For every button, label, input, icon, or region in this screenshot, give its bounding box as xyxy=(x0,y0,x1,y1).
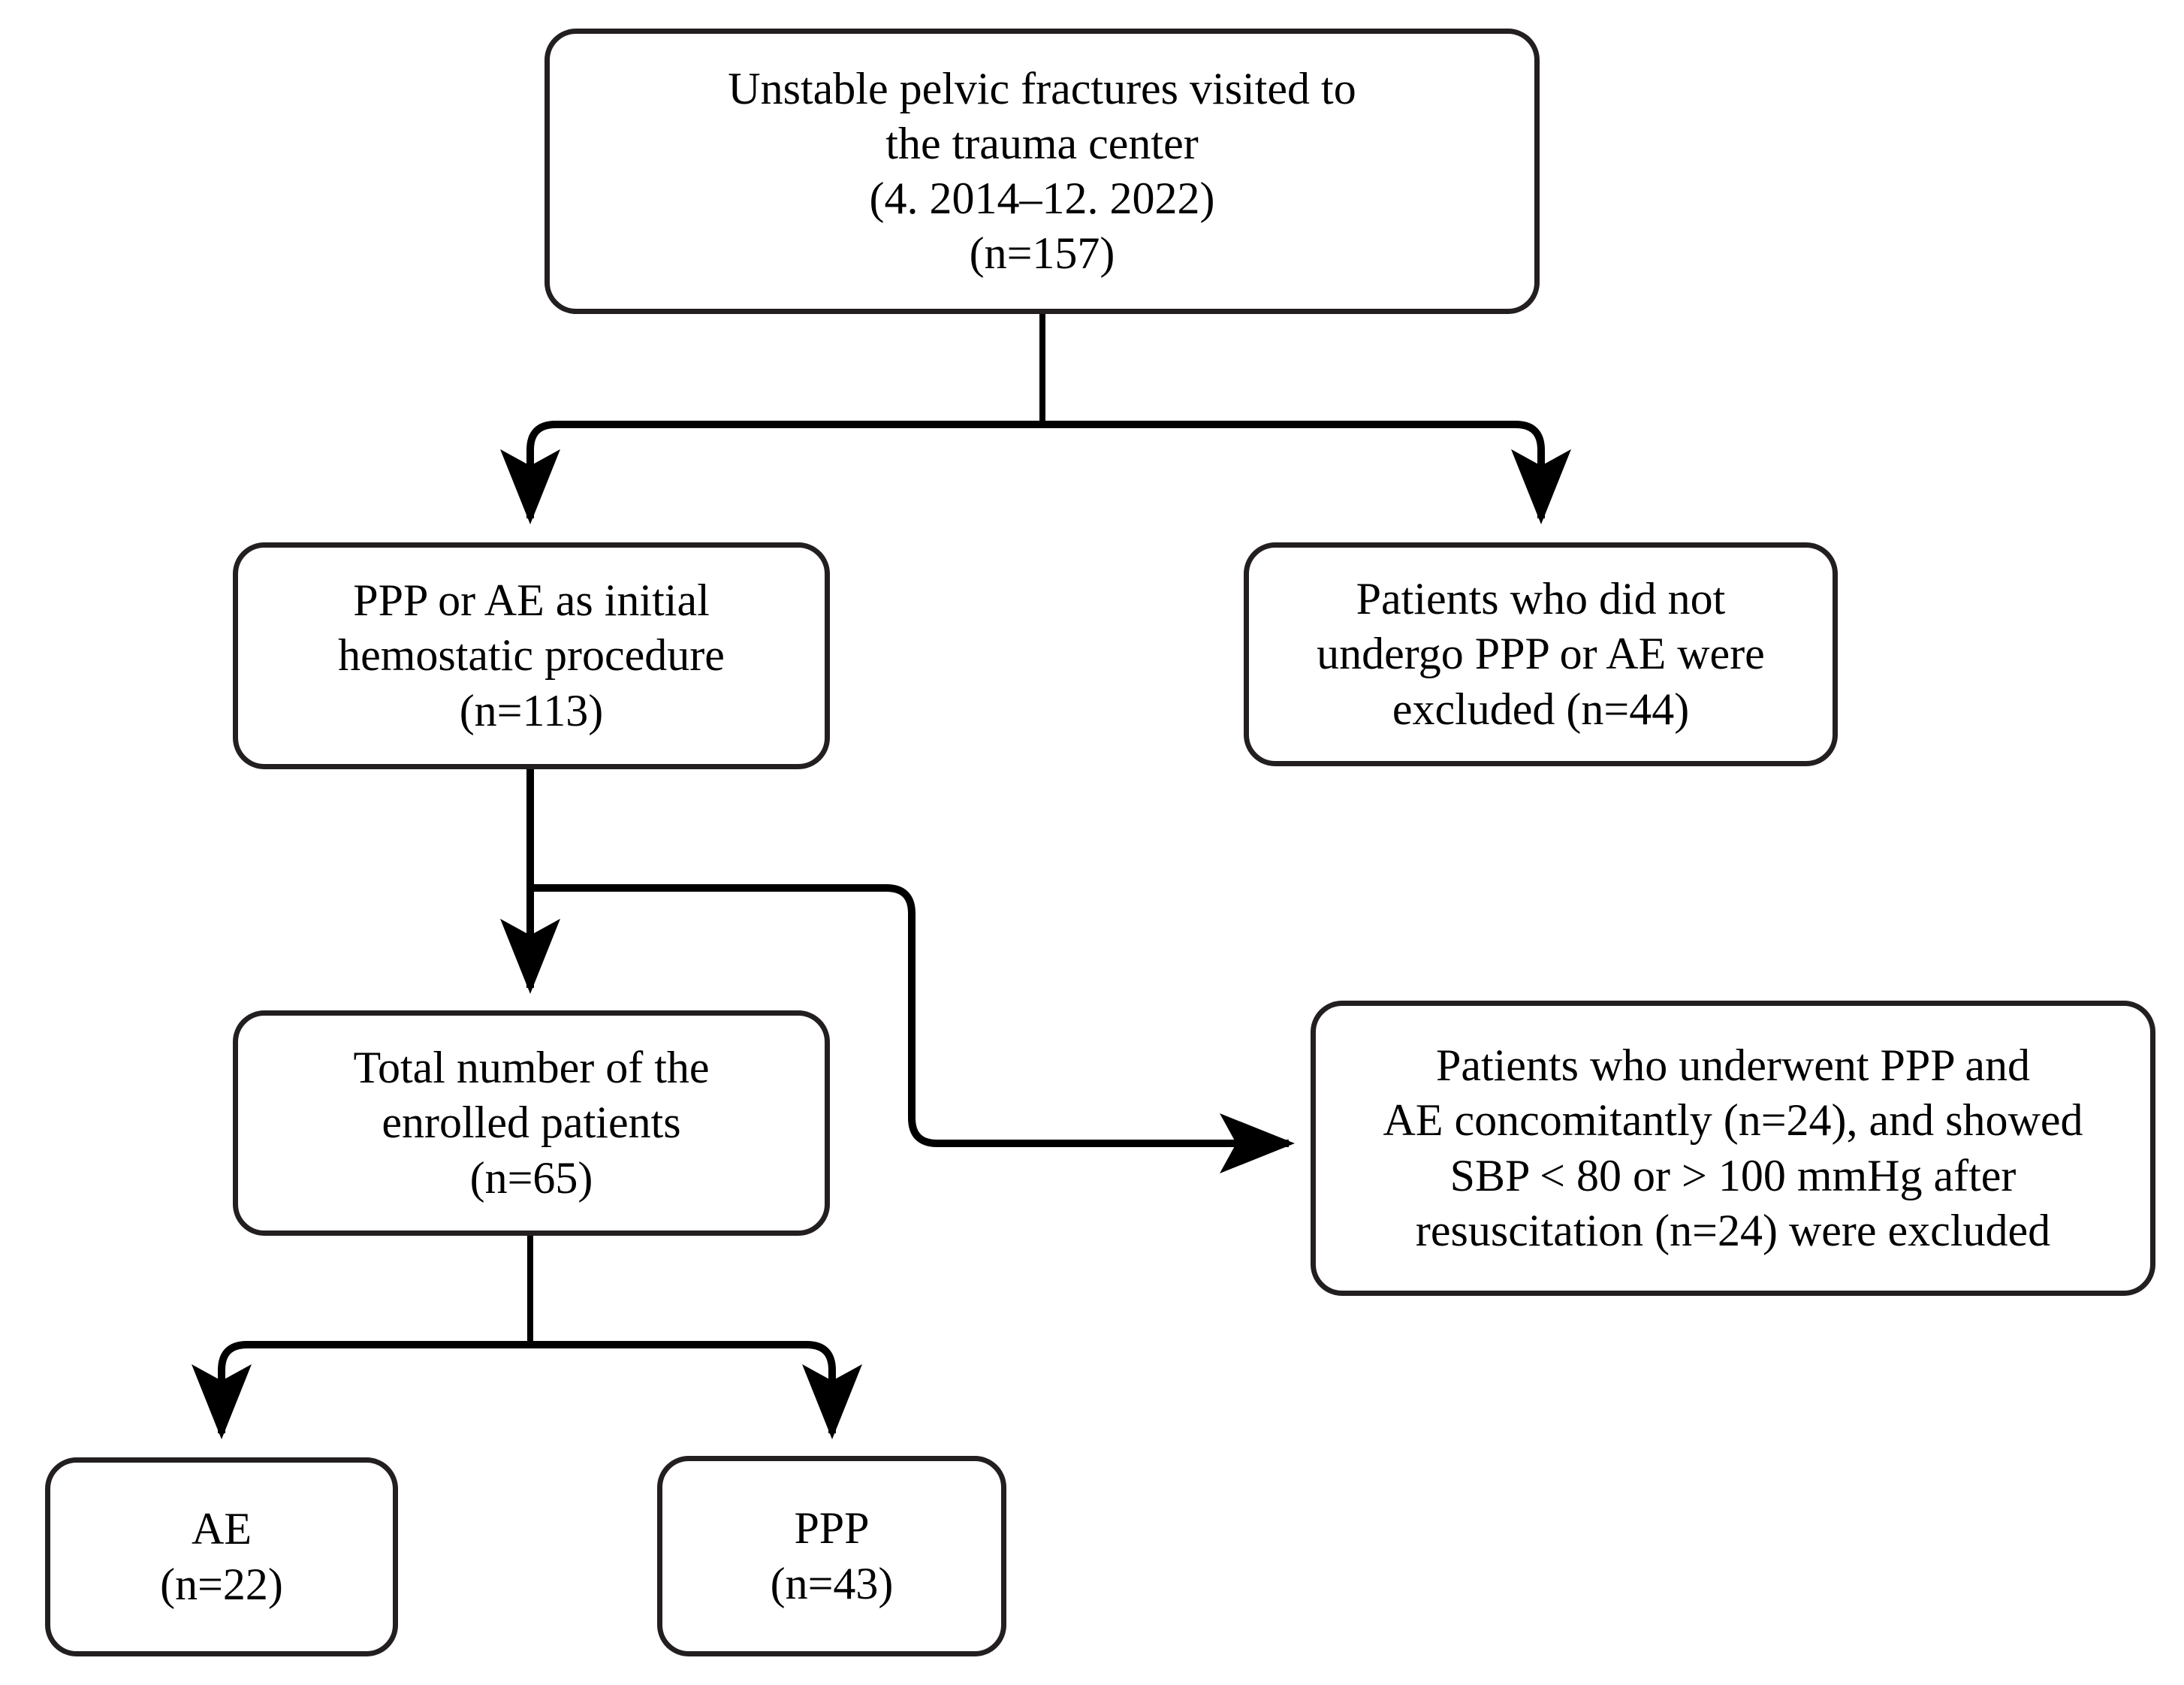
node-group-ppp-label: PPP (n=43) xyxy=(770,1503,894,1608)
node-excluded-no-procedure-label: Patients who did not undergo PPP or AE w… xyxy=(1317,574,1765,734)
edge-enrolled-to-ae xyxy=(192,1341,530,1440)
node-group-ae-label: AE (n=22) xyxy=(160,1504,283,1609)
node-excluded-criteria[interactable]: Patients who underwent PPP and AE concom… xyxy=(1311,1001,2155,1296)
node-cohort-label: Unstable pelvic fractures visited to the… xyxy=(728,63,1356,279)
edge-cohort-to-initial xyxy=(500,421,1042,525)
node-cohort[interactable]: Unstable pelvic fractures visited to the… xyxy=(544,29,1540,314)
node-initial-procedure-label: PPP or AE as initial hemostatic procedur… xyxy=(338,575,725,735)
edge-cohort-to-excluded-initial xyxy=(1042,421,1571,525)
node-group-ppp[interactable]: PPP (n=43) xyxy=(657,1456,1006,1656)
node-excluded-criteria-label: Patients who underwent PPP and AE concom… xyxy=(1383,1040,2083,1255)
node-enrolled-total-label: Total number of the enrolled patients (n… xyxy=(353,1043,710,1203)
node-initial-procedure[interactable]: PPP or AE as initial hemostatic procedur… xyxy=(233,542,830,769)
node-excluded-no-procedure[interactable]: Patients who did not undergo PPP or AE w… xyxy=(1244,542,1838,766)
node-enrolled-total[interactable]: Total number of the enrolled patients (n… xyxy=(233,1010,830,1236)
node-group-ae[interactable]: AE (n=22) xyxy=(45,1457,398,1656)
edge-enrolled-to-ppp xyxy=(530,1341,862,1440)
